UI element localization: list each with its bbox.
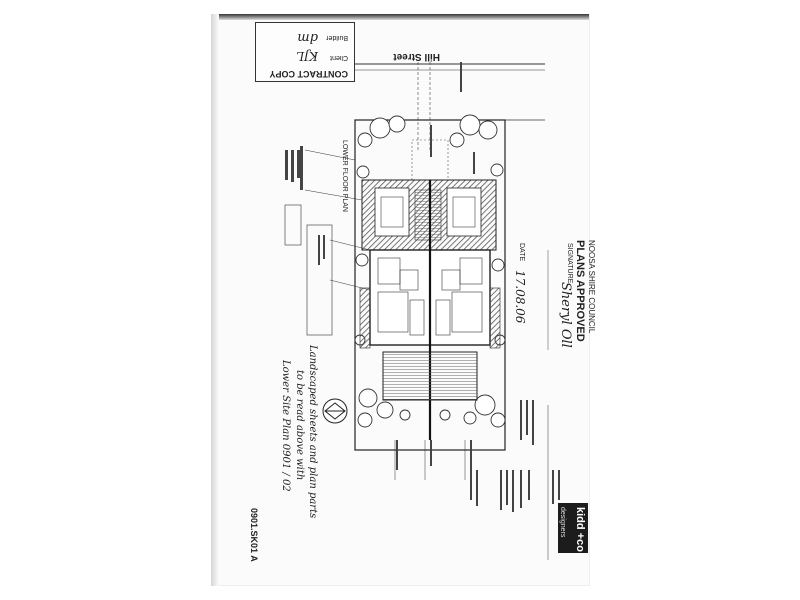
car-left xyxy=(380,196,404,228)
council-name: NOOSA SHIRE COUNCIL xyxy=(587,240,596,334)
handwritten-note-line-3: Lower Site Plan 0901 / 02 xyxy=(280,360,291,492)
legend-box xyxy=(306,224,333,336)
sheet-top-edge xyxy=(211,14,589,20)
signature-label: SIGNATURE xyxy=(566,243,573,284)
car-right xyxy=(452,196,476,228)
date-label: DATE xyxy=(518,243,525,262)
annotation-leaders xyxy=(304,149,466,480)
contract-copy-stamp: CONTRACT COPY Client KJL Builder dm xyxy=(255,22,355,82)
sheet-left-edge xyxy=(211,14,219,586)
handwritten-note-line-1: Landscaped sheets and plan parts xyxy=(307,345,318,519)
schedule-box xyxy=(284,204,302,246)
approval-signature: Sheryl Oll xyxy=(558,282,573,348)
drawing-number: 0901.SK01 A xyxy=(249,508,259,562)
street-name-label: Hill Street xyxy=(393,51,440,62)
landscape-trees xyxy=(354,114,506,428)
lower-deck-roof xyxy=(382,351,478,401)
brand-name: kidd +co xyxy=(574,507,586,552)
garage-right xyxy=(446,187,482,237)
north-arrow-icon xyxy=(322,398,348,424)
room-partitions xyxy=(377,257,483,336)
garage-left xyxy=(374,187,410,237)
approval-date: 17.08.06 xyxy=(513,270,527,324)
handwritten-note-line-2: to be read above with xyxy=(294,370,305,481)
central-stair xyxy=(414,189,442,241)
side-stair-left xyxy=(359,287,371,349)
annotation-text-blocks xyxy=(285,62,475,470)
side-stair-right xyxy=(489,287,501,349)
kidd-co-logo xyxy=(558,503,588,553)
title-block xyxy=(470,400,560,560)
plans-approved-label: PLANS APPROVED xyxy=(574,240,586,342)
plan-title: LOWER FLOOR PLAN xyxy=(341,140,348,212)
brand-subtitle: designers xyxy=(559,507,566,538)
